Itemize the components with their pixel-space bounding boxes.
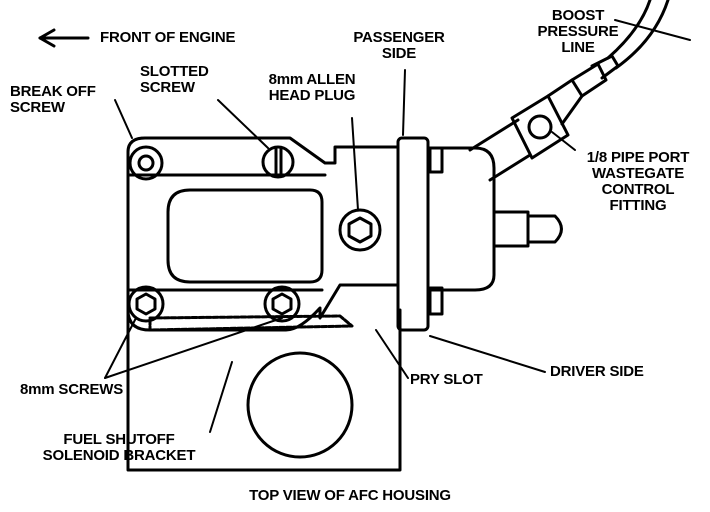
pipe-port-line-3: CONTROL bbox=[601, 181, 675, 198]
fuel-shutoff-line-2: SOLENOID BRACKET bbox=[42, 447, 196, 464]
boost-pressure-line-1: BOOST bbox=[551, 7, 605, 24]
fuel-shutoff-line-1: FUEL SHUTOFF bbox=[63, 431, 175, 448]
pipe-port-fitting-label: 1/8 PIPE PORT WASTEGATE CONTROL FITTING bbox=[570, 150, 706, 214]
side-cap-fitting bbox=[492, 210, 563, 248]
fuel-shutoff-bracket-label: FUEL SHUTOFF SOLENOID BRACKET bbox=[14, 432, 224, 464]
solenoid-bore bbox=[246, 351, 354, 459]
boost-pressure-line-2: PRESSURE bbox=[537, 23, 619, 40]
break-off-screw bbox=[128, 145, 164, 181]
diagram-caption: TOP VIEW OF AFC HOUSING bbox=[249, 487, 451, 504]
8mm-screw-right bbox=[263, 285, 301, 323]
boost-pressure-line bbox=[606, 0, 670, 70]
pry-slot bbox=[148, 314, 354, 332]
afc-housing-body bbox=[126, 136, 400, 332]
slotted-screw-line-2: SCREW bbox=[140, 79, 195, 96]
allen-head-plug-line-2: HEAD PLUG bbox=[268, 87, 356, 104]
slotted-screw-label: SLOTTED SCREW bbox=[140, 64, 209, 96]
allen-head-plug bbox=[338, 208, 382, 252]
break-off-screw-line-1: BREAK OFF bbox=[10, 83, 96, 100]
allen-head-plug-line-1: 8mm ALLEN bbox=[268, 71, 356, 88]
allen-head-plug-label: 8mm ALLEN HEAD PLUG bbox=[250, 72, 374, 104]
8mm-screw-left bbox=[127, 285, 165, 323]
break-off-screw-line-2: SCREW bbox=[10, 99, 65, 116]
front-of-engine-label: FRONT OF ENGINE bbox=[100, 29, 236, 46]
wastegate-control-fitting bbox=[468, 54, 620, 182]
arrow-left-icon bbox=[38, 28, 90, 48]
passenger-side-line-2: SIDE bbox=[381, 45, 417, 62]
pipe-port-line-2: WASTEGATE bbox=[591, 165, 685, 182]
center-pocket bbox=[166, 188, 324, 284]
fuel-shutoff-solenoid-bracket bbox=[126, 308, 402, 472]
pipe-port-line-4: FITTING bbox=[609, 197, 667, 214]
driver-side-label: DRIVER SIDE bbox=[550, 363, 644, 380]
break-off-screw-label: BREAK OFF SCREW bbox=[10, 84, 96, 116]
pry-slot-label: PRY SLOT bbox=[410, 371, 483, 388]
slotted-screw-line-1: SLOTTED bbox=[140, 63, 209, 80]
passenger-side-line-1: PASSENGER bbox=[353, 29, 445, 46]
pipe-port-line-1: 1/8 PIPE PORT bbox=[586, 149, 690, 166]
8mm-screws-label: 8mm SCREWS bbox=[20, 381, 124, 398]
boost-pressure-line-3: LINE bbox=[561, 39, 595, 56]
passenger-side-plate bbox=[396, 136, 496, 332]
boost-pressure-line-label: BOOST PRESSURE LINE bbox=[518, 8, 638, 56]
passenger-side-label: PASSENGER SIDE bbox=[338, 30, 460, 62]
slotted-screw bbox=[261, 145, 295, 179]
